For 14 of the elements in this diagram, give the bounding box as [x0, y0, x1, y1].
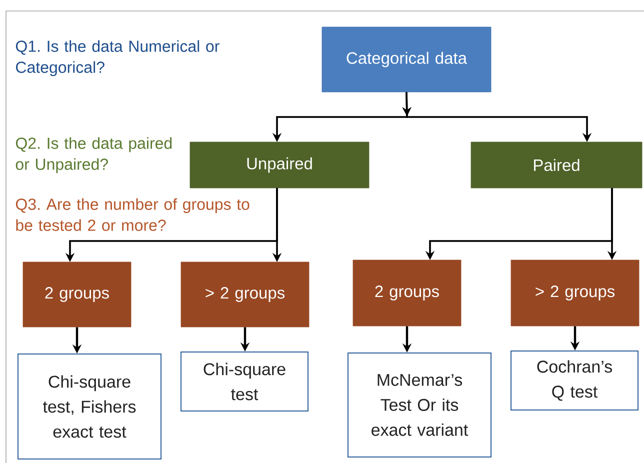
decision-box: Paired	[470, 142, 642, 188]
group-box: > 2 groups	[180, 262, 310, 328]
result-box: Cochran’s Q test	[510, 350, 638, 410]
group-box: > 2 groups	[510, 260, 640, 326]
result-box: Chi-square test, Fishers exact test	[18, 354, 162, 460]
group-box: 2 groups	[352, 260, 462, 326]
group-box: 2 groups	[22, 262, 132, 328]
result-box: Chi-square test	[180, 352, 308, 412]
result-box: McNemar’s Test Or its exact variant	[348, 352, 492, 458]
question-text: Q1. Is the data Numerical or Categorical?	[16, 40, 220, 76]
decision-box: Unpaired	[190, 142, 370, 188]
question-text: Q3. Are the number of groups to be tested 2 or more?	[16, 198, 250, 231]
question-text: Q2. Is the data paired or Unpaired?	[16, 137, 172, 174]
process-box: Categorical data	[322, 26, 492, 92]
